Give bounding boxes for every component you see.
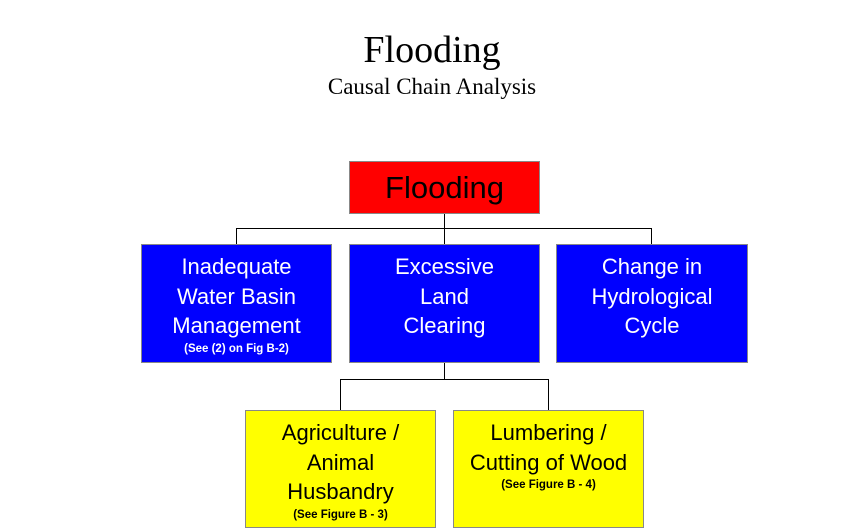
node-label: Management — [172, 313, 301, 338]
connector — [651, 228, 652, 244]
diagram-subtitle: Causal Chain Analysis — [327, 74, 537, 99]
node-label: Lumbering / — [490, 420, 607, 445]
node-change-in-hydrological-cycle: Change in Hydrological Cycle — [556, 244, 748, 363]
node-label: Change in — [601, 254, 703, 279]
node-label: Excessive — [394, 254, 495, 279]
root-node-flooding: Flooding — [349, 161, 540, 214]
node-label: Cutting of Wood — [469, 449, 628, 475]
node-note: (See Figure B - 3) — [293, 508, 388, 521]
connector — [444, 213, 445, 228]
node-label: Inadequate — [181, 254, 292, 279]
node-label: Husbandry — [287, 479, 394, 504]
connector — [444, 228, 445, 244]
node-label: Hydrological — [591, 283, 713, 309]
node-excessive-land-clearing: Excessive Land Clearing — [349, 244, 540, 363]
node-agriculture-animal-husbandry: Agriculture / Animal Husbandry (See Figu… — [245, 410, 436, 528]
connector — [340, 379, 549, 380]
node-inadequate-water-basin-management: Inadequate Water Basin Management (See (… — [141, 244, 332, 363]
node-label: Water Basin — [176, 283, 296, 309]
node-note: (See (2) on Fig B-2) — [184, 342, 289, 355]
diagram-title: Flooding — [363, 29, 501, 71]
node-label: Agriculture / — [281, 420, 400, 445]
connector — [340, 379, 341, 410]
connector — [444, 362, 445, 379]
node-note: (See Figure B - 4) — [501, 479, 596, 491]
node-label: Cycle — [624, 313, 680, 338]
node-label: Land — [420, 283, 469, 309]
node-label: Flooding — [385, 169, 504, 205]
node-label: Clearing — [403, 313, 486, 338]
connector — [236, 228, 237, 244]
node-label: Animal — [306, 449, 375, 475]
connector — [548, 379, 549, 410]
node-lumbering-cutting-of-wood: Lumbering / Cutting of Wood (See Figure … — [453, 410, 644, 528]
